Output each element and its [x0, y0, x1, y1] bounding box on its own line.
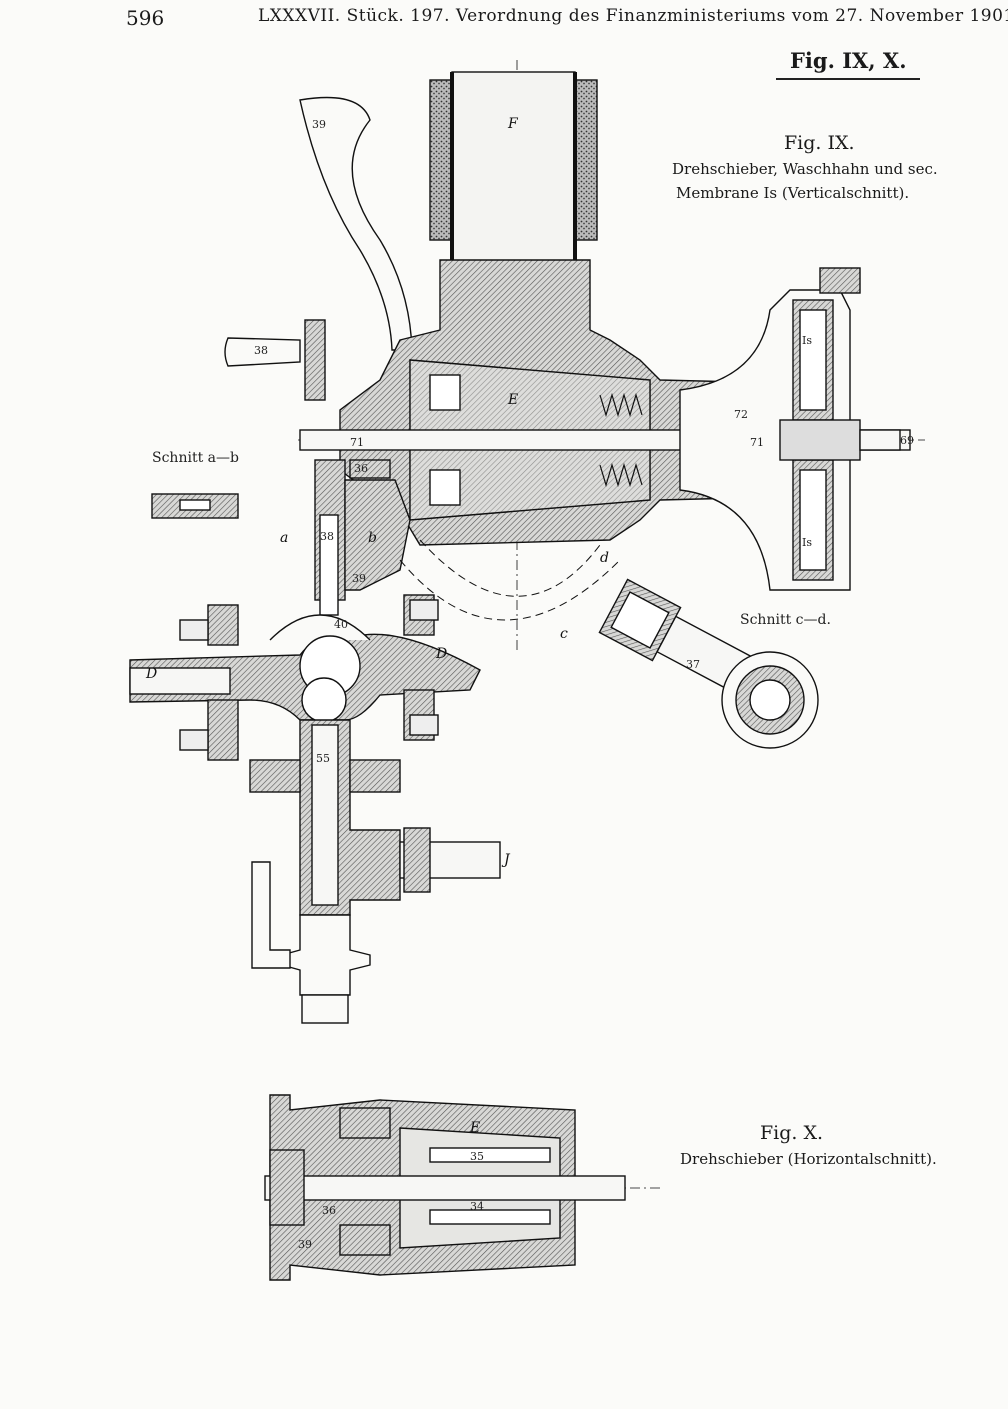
label-55: 55 — [316, 752, 330, 765]
page-number: 596 — [126, 6, 165, 30]
figure-reference-rule — [776, 78, 920, 80]
label-F: F — [508, 116, 518, 132]
running-header: LXXXVII. Stück. 197. Verordnung des Fina… — [258, 6, 1008, 26]
fig10-caption-line1: Drehschieber (Horizontalschnitt). — [680, 1150, 937, 1168]
label-38-handle: 38 — [254, 344, 268, 357]
label-69: 69 — [900, 434, 914, 447]
fig10-drawing — [264, 1094, 626, 1281]
fig9-title: Fig. IX. — [784, 132, 855, 154]
label-D-left: D — [146, 666, 158, 682]
label-40: 40 — [334, 618, 348, 631]
label-fig10-39: 39 — [298, 1238, 312, 1251]
label-39-top: 39 — [312, 118, 326, 131]
label-71-left: 71 — [350, 436, 364, 449]
section-label-c-d: Schnitt c—d. — [740, 612, 831, 628]
label-Is-top: Is — [802, 334, 812, 347]
label-c: c — [560, 626, 568, 642]
label-72: 72 — [734, 408, 748, 421]
label-71-right: 71 — [750, 436, 764, 449]
label-fig10-35: 35 — [470, 1150, 484, 1163]
label-38-mid: 38 — [320, 530, 334, 543]
label-b: b — [368, 530, 377, 546]
label-d: d — [600, 550, 609, 566]
label-J: J — [504, 852, 510, 868]
label-fig10-36: 36 — [322, 1204, 336, 1217]
label-Is-bottom: Is — [802, 536, 812, 549]
label-E: E — [508, 392, 519, 408]
label-39-mid: 39 — [352, 572, 366, 585]
fig9-drawing — [129, 60, 925, 1189]
fig9-caption-line2: Membrane Is (Verticalschnitt). — [676, 184, 910, 202]
label-37: 37 — [686, 658, 700, 671]
section-label-a-b: Schnitt a—b — [152, 450, 239, 466]
label-fig10-34: 34 — [470, 1200, 484, 1213]
label-fig10-E: E — [470, 1120, 481, 1136]
label-a: a — [280, 530, 289, 546]
fig10-title: Fig. X. — [760, 1122, 824, 1144]
label-36: 36 — [354, 462, 368, 475]
fig9-caption-line1: Drehschieber, Waschhahn und sec. — [672, 160, 938, 178]
label-D-right: D — [436, 646, 448, 662]
figure-reference: Fig. IX, X. — [790, 48, 907, 73]
